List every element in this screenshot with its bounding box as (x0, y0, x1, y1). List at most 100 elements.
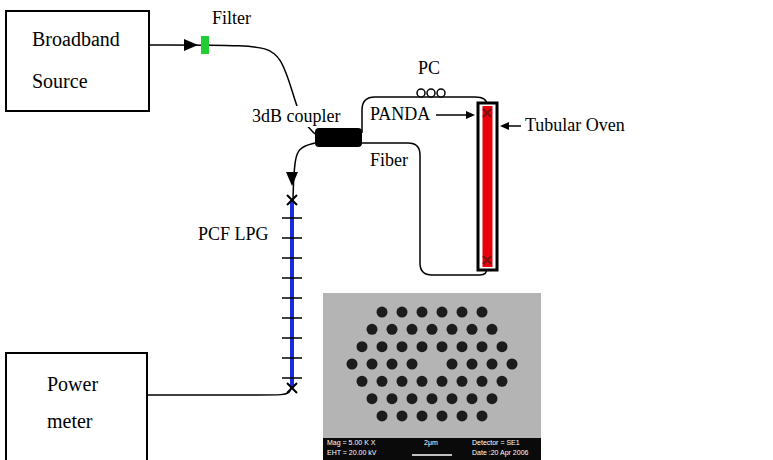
air-hole (367, 324, 378, 335)
sem-info-bar (323, 438, 541, 460)
air-hole (417, 410, 428, 421)
pc-loop (437, 89, 445, 97)
air-hole (347, 359, 358, 370)
grating-tick (282, 217, 302, 219)
air-hole (457, 376, 468, 387)
arrow-head (286, 172, 298, 186)
air-hole (457, 410, 468, 421)
air-hole (357, 341, 368, 352)
air-hole (487, 324, 498, 335)
air-hole (377, 341, 388, 352)
air-hole (447, 324, 458, 335)
splice-mark (483, 256, 491, 264)
air-hole (417, 376, 428, 387)
air-hole (467, 359, 478, 370)
air-hole (397, 410, 408, 421)
power-meter-box: Power meter (5, 352, 148, 460)
fiber-loop-lower (362, 143, 487, 275)
air-hole (437, 307, 448, 318)
pointer-line (508, 125, 521, 127)
pc-loop (427, 89, 435, 97)
arrow-head (184, 39, 198, 51)
tubular-oven (478, 103, 497, 270)
splice-mark (483, 109, 491, 117)
sem-info: EHT = 20.00 kV (327, 449, 376, 457)
node-label: Broadband Source (32, 18, 140, 102)
node-label: Power meter (47, 366, 127, 440)
part-label: PANDA (370, 104, 430, 125)
air-hole (377, 376, 388, 387)
grating-tick (282, 297, 302, 299)
sem-info: Mag = 5.00 K X (327, 439, 375, 447)
splice-mark (287, 383, 297, 393)
air-hole (477, 376, 488, 387)
part-label: Tubular Oven (525, 115, 625, 136)
fiber-connector (148, 143, 315, 395)
air-hole (357, 376, 368, 387)
coupler: 3dB coupler (250, 106, 365, 148)
air-hole (497, 376, 508, 387)
air-hole (437, 376, 448, 387)
air-hole (387, 324, 398, 335)
air-hole (387, 393, 398, 404)
part-label: Fiber (370, 150, 408, 171)
air-hole (467, 393, 478, 404)
air-hole (497, 341, 508, 352)
grating-ticks (282, 218, 302, 378)
air-hole (467, 324, 478, 335)
fiber-loop-upper (362, 97, 487, 133)
sem-info: Date :20 Apr 2006 (472, 449, 528, 457)
air-hole (447, 393, 458, 404)
filter-symbol (201, 36, 209, 54)
part-label: Filter (212, 8, 251, 29)
air-hole (367, 359, 378, 370)
air-hole (447, 359, 458, 370)
air-hole (397, 307, 408, 318)
part-label: PCF LPG (198, 224, 269, 245)
air-hole (507, 359, 518, 370)
fiber-line (148, 143, 315, 395)
grating-tick (282, 317, 302, 319)
air-hole (407, 324, 418, 335)
air-hole (427, 324, 438, 335)
air-hole (427, 393, 438, 404)
scale-bar (412, 454, 452, 456)
air-hole (367, 393, 378, 404)
air-hole (387, 359, 398, 370)
pcf-lpg-fiber (290, 200, 294, 388)
pointer-head (466, 111, 475, 119)
air-hole (417, 307, 428, 318)
air-hole (417, 341, 428, 352)
sem-image (323, 293, 541, 460)
splice-mark (287, 195, 297, 205)
air-hole (437, 341, 448, 352)
air-hole (477, 341, 488, 352)
grating-tick (282, 357, 302, 359)
grating-tick (282, 277, 302, 279)
air-hole (437, 410, 448, 421)
grating-tick (282, 237, 302, 239)
air-hole (377, 307, 388, 318)
coupler-body (315, 128, 362, 147)
air-hole (487, 393, 498, 404)
air-hole (407, 393, 418, 404)
air-hole (407, 359, 418, 370)
air-hole (397, 341, 408, 352)
source-box: Broadband Source (5, 10, 150, 112)
air-hole (487, 359, 498, 370)
node-label: 3dB coupler (250, 106, 342, 127)
air-hole (457, 307, 468, 318)
panda-fiber-heated (483, 106, 493, 267)
sem-info: Detector = SE1 (472, 439, 520, 447)
pc-loop (417, 89, 425, 97)
grating-tick (282, 337, 302, 339)
air-hole (457, 341, 468, 352)
part-label: PC (418, 58, 440, 79)
air-hole (477, 307, 488, 318)
pointer-head (500, 122, 509, 130)
pointer-line (436, 114, 468, 116)
air-hole (477, 410, 488, 421)
air-hole (377, 410, 388, 421)
grating-tick (282, 257, 302, 259)
